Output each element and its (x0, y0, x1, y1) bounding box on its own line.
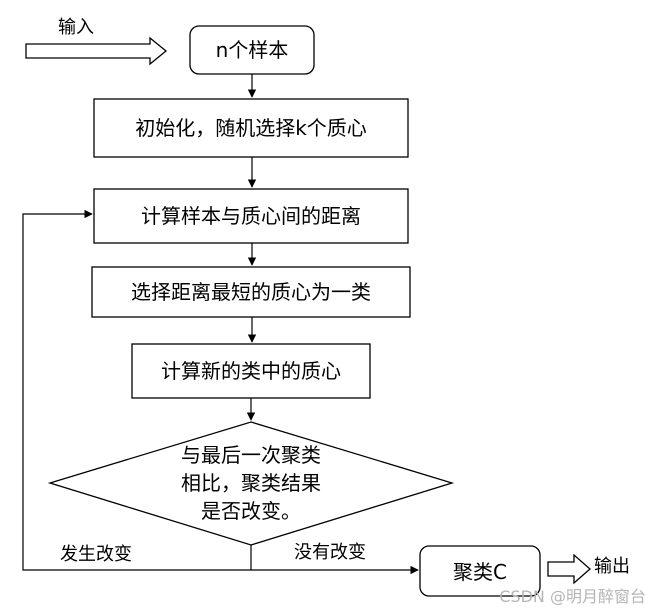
init-node (93, 98, 409, 158)
no-label: 没有改变 (294, 542, 366, 563)
watermark: CSDN @明月醉窗台 (499, 587, 646, 606)
compute-distance-node (93, 188, 409, 244)
init-node-text: 初始化，随机选择k个质心 (135, 116, 367, 140)
recompute-node (131, 343, 371, 399)
decision-text-line2: 相比，聚类结果 (181, 471, 321, 495)
input-label: 输入 (58, 17, 94, 38)
compute-distance-text: 计算样本与质心间的距离 (141, 204, 361, 228)
input-arrow-icon (25, 36, 168, 66)
result-node (419, 545, 541, 597)
output-label: 输出 (594, 556, 630, 577)
output-arrow-icon (547, 553, 591, 585)
edge-loop-back (22, 209, 252, 571)
decision-text-line3: 是否改变。 (201, 499, 301, 523)
assign-node (91, 266, 411, 318)
start-node-text: n个样本 (216, 38, 289, 62)
recompute-node-text: 计算新的类中的质心 (161, 359, 341, 383)
yes-label: 发生改变 (60, 544, 132, 565)
assign-node-text: 选择距离最短的质心为一类 (131, 280, 371, 304)
decision-text-line1: 与最后一次聚类 (181, 443, 321, 467)
result-node-text: 聚类C (453, 560, 507, 584)
